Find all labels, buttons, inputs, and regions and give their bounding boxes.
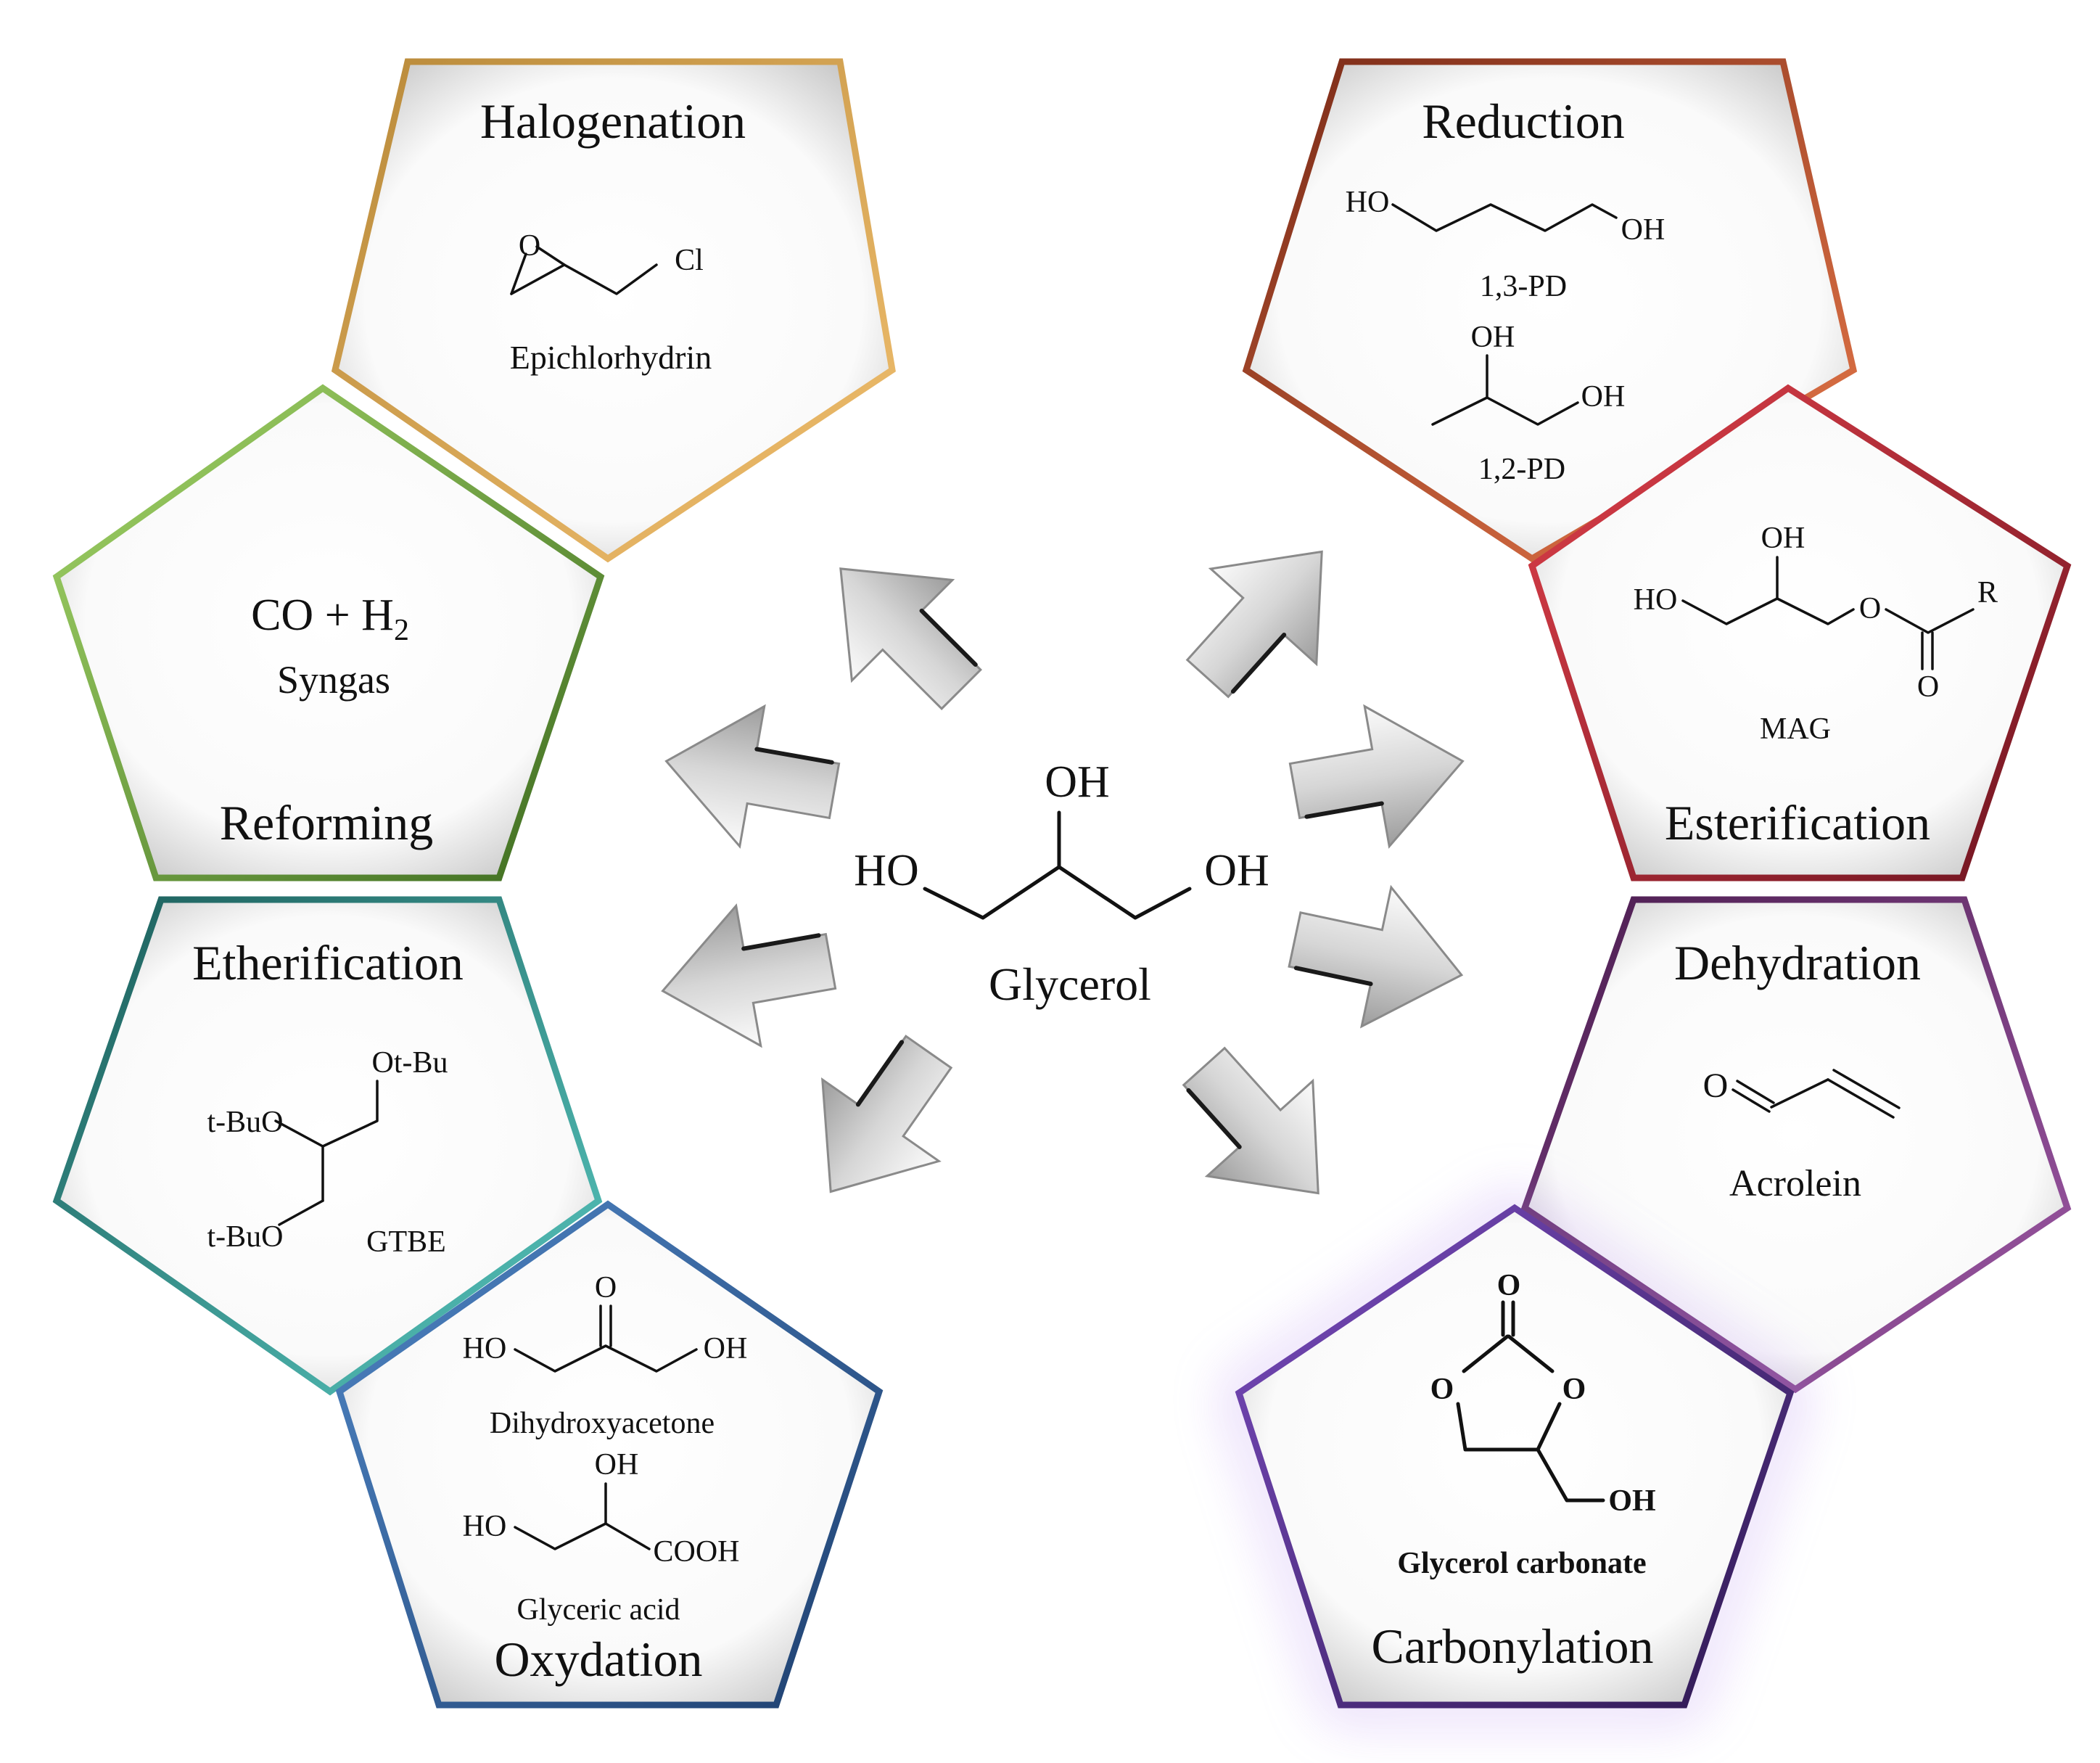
13pd-label: 1,3-PD	[1480, 270, 1567, 303]
atom-tbuo-1: t-BuO	[207, 1106, 284, 1139]
atom-o-right: O	[1562, 1373, 1586, 1406]
oxydation-title: Oxydation	[494, 1632, 702, 1687]
pentagon-halogenation: Halogenation O Cl Epichlorhydrin	[331, 58, 896, 563]
13pd-structure: HO OH	[1346, 186, 1665, 247]
dihydroxyacetone-structure: O HO OH	[463, 1271, 748, 1373]
arrow-to-reduction	[1155, 504, 1375, 726]
atom-cooh: COOH	[653, 1535, 739, 1569]
atom-oh-2: OH	[1471, 321, 1515, 354]
esterification-title: Esterification	[1665, 795, 1930, 850]
pentagon-oxydation: O HO OH Dihydroxyacetone OH HO COOH Glyc…	[335, 1200, 884, 1709]
atom-oh-3: OH	[1581, 380, 1626, 414]
arrow-to-etherification	[651, 891, 843, 1061]
atom-ho: HO	[1346, 186, 1390, 219]
atom-oh: OH	[1761, 522, 1805, 555]
gtbe-structure: Ot-Bu t-BuO t-BuO	[207, 1046, 448, 1254]
atom-o: O	[1859, 592, 1881, 625]
syngas-formula: CO + H2	[251, 591, 409, 647]
mag-structure: OH HO O R O	[1634, 522, 1998, 704]
atom-o: O	[595, 1271, 617, 1304]
12pd-label: 1,2-PD	[1478, 453, 1565, 486]
dehydration-title: Dehydration	[1674, 935, 1921, 990]
epichlorhydrin-label: Epichlorhydrin	[510, 339, 712, 376]
atom-oh: OH	[1608, 1484, 1655, 1518]
epichlorhydrin-structure: O Cl	[510, 229, 704, 295]
arrow-to-esterification	[1282, 691, 1475, 861]
mag-label: MAG	[1760, 712, 1831, 746]
atom-otbu: Ot-Bu	[372, 1046, 448, 1080]
arrow-to-halogenation	[791, 519, 1012, 740]
reforming-title: Reforming	[220, 795, 434, 850]
glycerol-carbonate-structure: O O O OH	[1430, 1269, 1656, 1518]
atom-o-left: O	[1430, 1373, 1454, 1406]
arrow-to-carbonylation	[1151, 1019, 1371, 1241]
glycerol-oh-right: OH	[1204, 846, 1269, 895]
dihydroxyacetone-label: Dihydroxyacetone	[490, 1407, 715, 1440]
atom-r: R	[1977, 576, 1998, 609]
glycerol-ho-left: HO	[854, 846, 919, 895]
atom-o: O	[519, 229, 540, 263]
pentagon-dehydration: Dehydration O Acrolein	[1520, 896, 2072, 1394]
atom-tbuo-2: t-BuO	[207, 1220, 284, 1254]
atom-o-2: O	[1917, 670, 1939, 704]
arrow-to-oxydation	[773, 1011, 987, 1233]
atom-ho: HO	[463, 1332, 507, 1365]
pentagon-reduction: Reduction HO OH 1,3-PD OH OH 1,2-PD	[1242, 58, 1858, 563]
atom-oh-2: OH	[595, 1448, 639, 1482]
glyceric-acid-label: Glyceric acid	[516, 1593, 680, 1627]
atom-ho: HO	[1634, 583, 1678, 617]
atom-oh: OH	[704, 1332, 748, 1365]
arrows	[651, 504, 1477, 1241]
glycerol-carbonate-label: Glycerol carbonate	[1397, 1547, 1646, 1580]
reduction-title: Reduction	[1422, 94, 1625, 149]
arrow-to-reforming	[654, 691, 847, 861]
glycerol-label: Glycerol	[989, 958, 1151, 1010]
atom-o-top: O	[1497, 1269, 1521, 1302]
atom-cl: Cl	[675, 244, 704, 277]
12pd-structure: OH OH	[1431, 321, 1626, 426]
pentagon-carbonylation: O O O OH Glycerol carbonate Carbonylatio…	[1226, 1194, 1803, 1716]
pentagon-etherification: Etherification Ot-Bu t-BuO t-BuO GTBE	[52, 896, 603, 1396]
glyceric-acid-structure: OH HO COOH	[463, 1448, 740, 1569]
atom-o: O	[1703, 1067, 1729, 1105]
syngas-label: Syngas	[277, 658, 390, 702]
gtbe-label: GTBE	[366, 1225, 446, 1259]
acrolein-label: Acrolein	[1729, 1163, 1861, 1204]
glycerol-structure: OH HO OH	[854, 757, 1269, 920]
halogenation-title: Halogenation	[480, 94, 746, 149]
arrow-to-dehydration	[1280, 870, 1477, 1045]
atom-oh: OH	[1621, 213, 1665, 247]
carbonylation-title: Carbonylation	[1371, 1619, 1653, 1674]
etherification-title: Etherification	[192, 935, 464, 990]
glycerol-oh-top: OH	[1045, 757, 1110, 807]
atom-ho-2: HO	[463, 1510, 507, 1543]
pentagon-reforming: CO + H2 Syngas Reforming	[52, 384, 605, 882]
acrolein-structure: O	[1703, 1067, 1901, 1119]
pentagon-esterification: OH HO O R O MAG Esterification	[1528, 384, 2072, 882]
